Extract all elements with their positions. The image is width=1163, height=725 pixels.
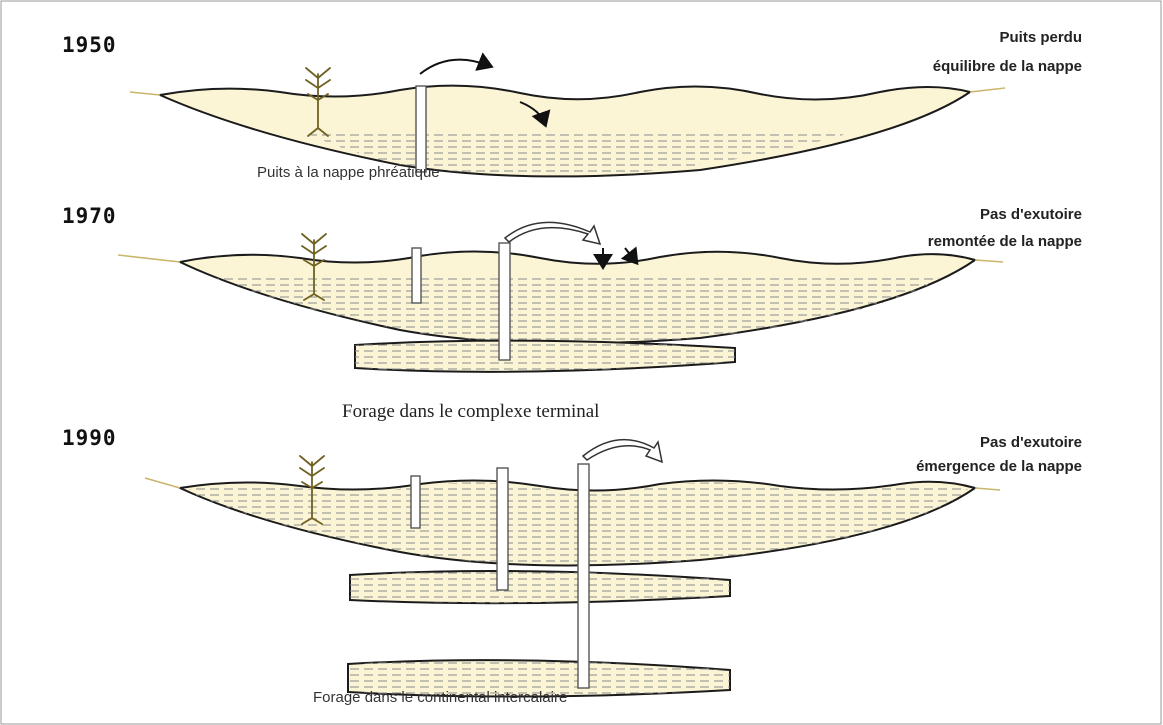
panel-note-line1: Pas d'exutoire — [980, 434, 1082, 451]
panel-year: 1970 — [62, 204, 117, 228]
panel-1950: 1950 Puits perdu équilibre de la nappe P… — [62, 29, 1082, 181]
panel-caption: Forage dans le continental intercalaire — [313, 689, 567, 706]
well-pipe — [412, 248, 421, 303]
panel-note-line2: remontée de la nappe — [928, 233, 1082, 250]
panel-caption: Puits à la nappe phréatique — [257, 164, 440, 181]
panel-1990: 1990 Pas d'exutoire émergence de la napp… — [62, 426, 1082, 706]
panel-1970: 1970 Pas d'exutoire remontée de la nappe… — [62, 204, 1082, 430]
deep-borehole-pipe — [578, 464, 589, 688]
overflow-arrow-icon — [583, 440, 662, 462]
borehole-pipe — [497, 468, 508, 590]
water-table — [215, 278, 940, 343]
borehole-pipe — [499, 243, 510, 360]
confined-aquifer-water — [355, 341, 735, 372]
panel-note-line2: équilibre de la nappe — [933, 58, 1082, 75]
panel-year: 1950 — [62, 33, 117, 57]
panel-note-line1: Pas d'exutoire — [980, 206, 1082, 223]
well-pipe — [416, 86, 426, 172]
well-pipe — [411, 476, 420, 528]
panel-note-line2: émergence de la nappe — [916, 458, 1082, 475]
overflow-arrow-icon — [505, 222, 600, 244]
panel-note-line1: Puits perdu — [999, 29, 1082, 46]
rise-arrow-icon — [625, 248, 636, 262]
overflow-arrow-icon — [420, 60, 490, 74]
panel-caption: Forage dans le complexe terminal — [342, 401, 599, 422]
panel-year: 1990 — [62, 426, 117, 450]
